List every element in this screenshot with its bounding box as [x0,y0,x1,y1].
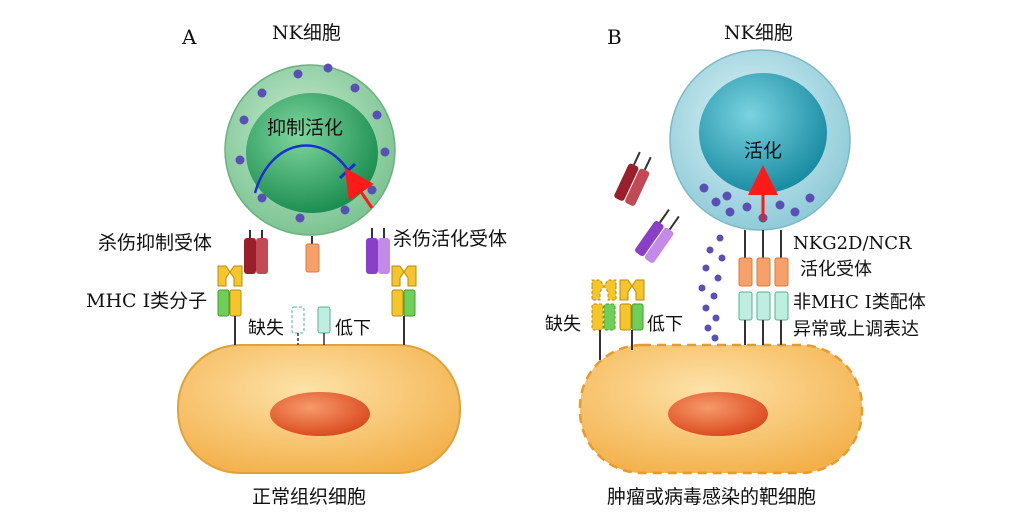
released-granules [698,234,726,342]
mhc-missing-b [591,279,617,360]
activating-receptor-label: 杀伤活化受体 [393,228,508,250]
panel-a-missing-label: 缺失 [248,318,284,339]
ligand-label-line1: 非MHC I类配体 [793,292,926,313]
panel-b-letter: B [607,25,622,49]
panel-b-nucleus-text: 活化 [744,140,783,162]
inhibit-curve [253,144,350,194]
panel-b-caption: 肿瘤或病毒感染的靶细胞 [607,486,817,508]
tumor-cell-nucleus [668,392,768,436]
panel-a-nucleus-text: 抑制活化 [267,117,344,139]
inhibitory-receptor-label: 杀伤抑制受体 [98,232,213,254]
panel-a-nk-title: NK细胞 [272,22,341,44]
activating-receptor-a [366,228,390,274]
mhc-molecule-label: MHC I类分子 [86,290,208,312]
nkg2d-label-line2: 活化受体 [800,259,872,280]
panel-b-nk-title: NK细胞 [724,22,793,44]
detached-activating-receptor [635,208,680,263]
detached-inhibitory-receptor [614,151,652,206]
nk-cell-a-nucleus [246,93,378,213]
nk-cell-b-nucleus [699,73,827,193]
panel-b-missing-label: 缺失 [545,314,581,335]
panel-a [177,63,461,474]
non-mhc-ligands-b [738,291,789,345]
panel-a-low-label: 低下 [335,318,371,339]
nkg2d-receptor-a [305,236,320,273]
nkg2d-label-line1: NKG2D/NCR [793,233,912,254]
inhibitory-receptor-a [244,230,268,274]
panel-b-low-label: 低下 [647,314,683,335]
granules-b [699,183,815,223]
normal-cell-nucleus [270,392,370,436]
mhc-molecule-a-right [391,265,417,345]
panel-b [578,49,864,475]
ligand-label-line2: 异常或上调表达 [793,319,919,340]
low-ligand-a [317,306,331,345]
panel-a-caption: 正常组织细胞 [252,486,367,508]
nkg2d-receptors-b [738,230,789,287]
missing-ligand-a [291,306,305,345]
mhc-low-b [619,279,645,350]
mhc-molecule-a-left [217,265,243,345]
panel-a-letter: A [182,25,197,49]
activation-arrow-a [344,167,374,209]
